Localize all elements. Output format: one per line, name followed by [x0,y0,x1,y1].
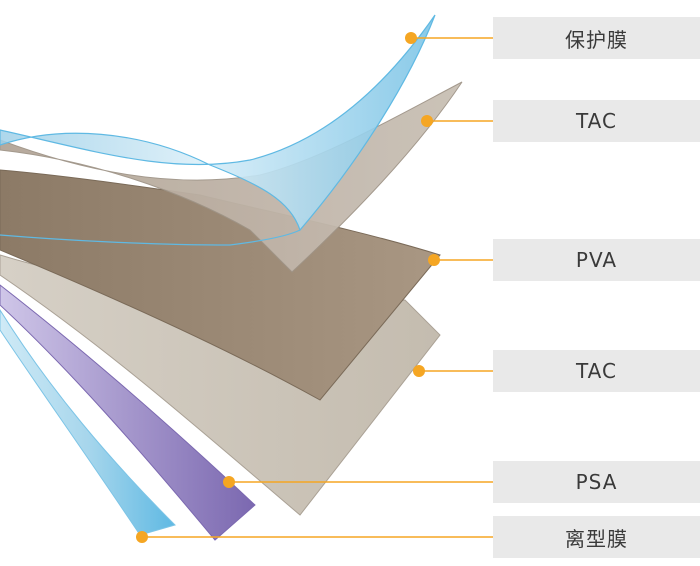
label-psa: PSA [493,461,700,503]
leader-dot-pva [428,254,440,266]
psa-layer [0,284,256,541]
label-release-film: 离型膜 [493,516,700,558]
release-film-layer [0,309,176,536]
leader-dots [136,32,440,543]
label-protective-film: 保护膜 [493,17,700,59]
leader-dot-psa [223,476,235,488]
protective-film-layer [0,14,436,232]
leader-dot-tac-top [421,115,433,127]
label-pva: PVA [493,239,700,281]
label-tac-bottom: TAC [493,350,700,392]
leader-dot-protective-film [405,32,417,44]
leader-dot-release-film [136,531,148,543]
tac-top-layer [0,81,463,273]
leader-dot-tac-bottom [413,365,425,377]
leader-lines [142,37,493,538]
protective-film-edge [0,229,301,246]
label-tac-top: TAC [493,100,700,142]
